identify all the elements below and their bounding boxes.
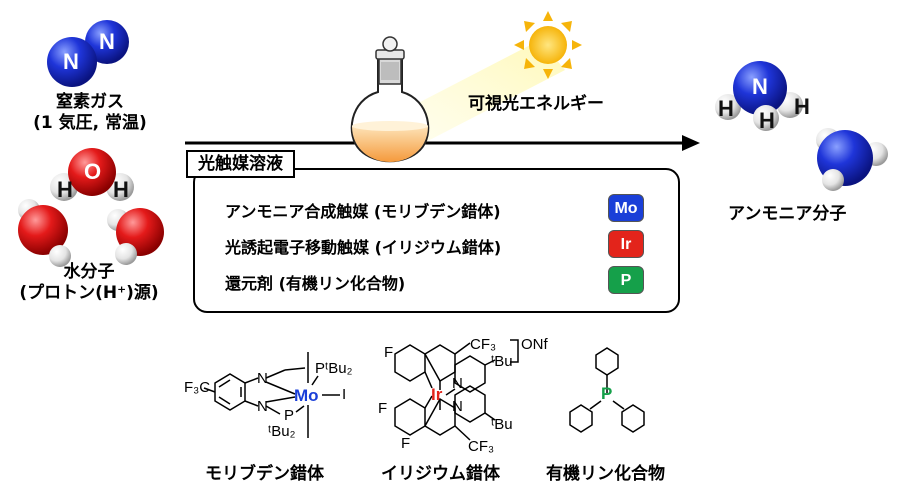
catalyst-item-mo: アンモニア合成触媒 (モリブデン錯体) (225, 202, 501, 221)
ir-f-label: F (378, 400, 388, 417)
ammonia-molecule-3d (816, 128, 888, 191)
mo-p-label: P (284, 407, 295, 424)
n-atom-label: N (99, 29, 115, 54)
n-atom-label: N (63, 49, 79, 74)
n-atom-label: N (752, 74, 768, 99)
h-atom-label: H (113, 177, 129, 202)
mo-ptbu-top-label: PᵗBu₂ (315, 360, 353, 377)
ir-f-label: F (384, 344, 394, 361)
ir-anion-label: ONf (521, 336, 548, 353)
ir-metal-label: Ir (431, 385, 443, 404)
ammonia-molecule-labelled (715, 61, 803, 131)
ir-cf3-label: CF₃ (468, 438, 495, 455)
h-atom-label: H (794, 94, 810, 119)
ir-n-label: N (452, 375, 463, 392)
water-label: 水分子 (プロトン(H⁺)源) (4, 262, 174, 304)
water-molecule-right (107, 208, 164, 265)
visible-light-label: 可視光エネルギー (468, 94, 604, 114)
mo-tbu-bottom-label: ᵗBu₂ (268, 423, 296, 440)
catalyst-item-p: 還元剤 (有機リン化合物) (225, 274, 406, 293)
phosphine-caption: 有機リン化合物 (546, 464, 665, 484)
nitrogen-molecule (47, 20, 129, 87)
ir-badge: Ir (608, 230, 644, 258)
o-atom-label: O (84, 159, 102, 184)
h-atom-label: H (718, 96, 734, 121)
mo-n-label: N (257, 370, 268, 387)
nitrogen-label: 窒素ガス (1 気圧, 常温) (30, 92, 150, 134)
nitrogen-label-line2: (1 気圧, 常温) (33, 113, 147, 133)
photocatalyst-solution-box: アンモニア合成触媒 (モリブデン錯体) Mo 光誘起電子移動触媒 (イリジウム錯… (193, 168, 680, 313)
mo-i-label: I (342, 386, 347, 403)
mo-badge: Mo (608, 194, 644, 222)
p-badge: P (608, 266, 644, 294)
ir-n-label: N (452, 398, 463, 415)
h-atom-label: H (759, 108, 775, 133)
triphenylphosphine-structure (569, 347, 645, 433)
mo-metal-label: Mo (294, 386, 319, 405)
ammonia-label: アンモニア分子 (728, 204, 847, 224)
sun-icon (514, 11, 582, 79)
photocatalyst-solution-title: 光触媒溶液 (186, 150, 295, 178)
mo-complex-caption: モリブデン錯体 (205, 464, 324, 484)
water-molecule-top (50, 148, 134, 201)
ir-complex-caption: イリジウム錯体 (381, 464, 500, 484)
ir-cf3-label: CF₃ (470, 336, 497, 353)
water-label-line2: (プロトン(H⁺)源) (19, 283, 159, 303)
mo-n-label: N (257, 398, 268, 415)
water-label-line1: 水分子 (63, 262, 115, 282)
catalyst-item-ir: 光誘起電子移動触媒 (イリジウム錯体) (225, 238, 502, 257)
p-atom-label: P (601, 384, 613, 403)
flask-icon (350, 36, 430, 163)
ir-tbu-label: ᵗBu (491, 416, 513, 433)
nitrogen-label-line1: 窒素ガス (56, 92, 124, 112)
ir-complex-structure (394, 339, 519, 441)
light-beam (395, 40, 565, 145)
mo-complex-structure (203, 352, 340, 438)
ir-tbu-label: ᵗBu (491, 353, 513, 370)
mo-cf3-label: F₃C (184, 379, 211, 396)
ir-f-label: F (401, 435, 411, 452)
h-atom-label: H (57, 177, 73, 202)
water-molecule-left (18, 199, 71, 267)
